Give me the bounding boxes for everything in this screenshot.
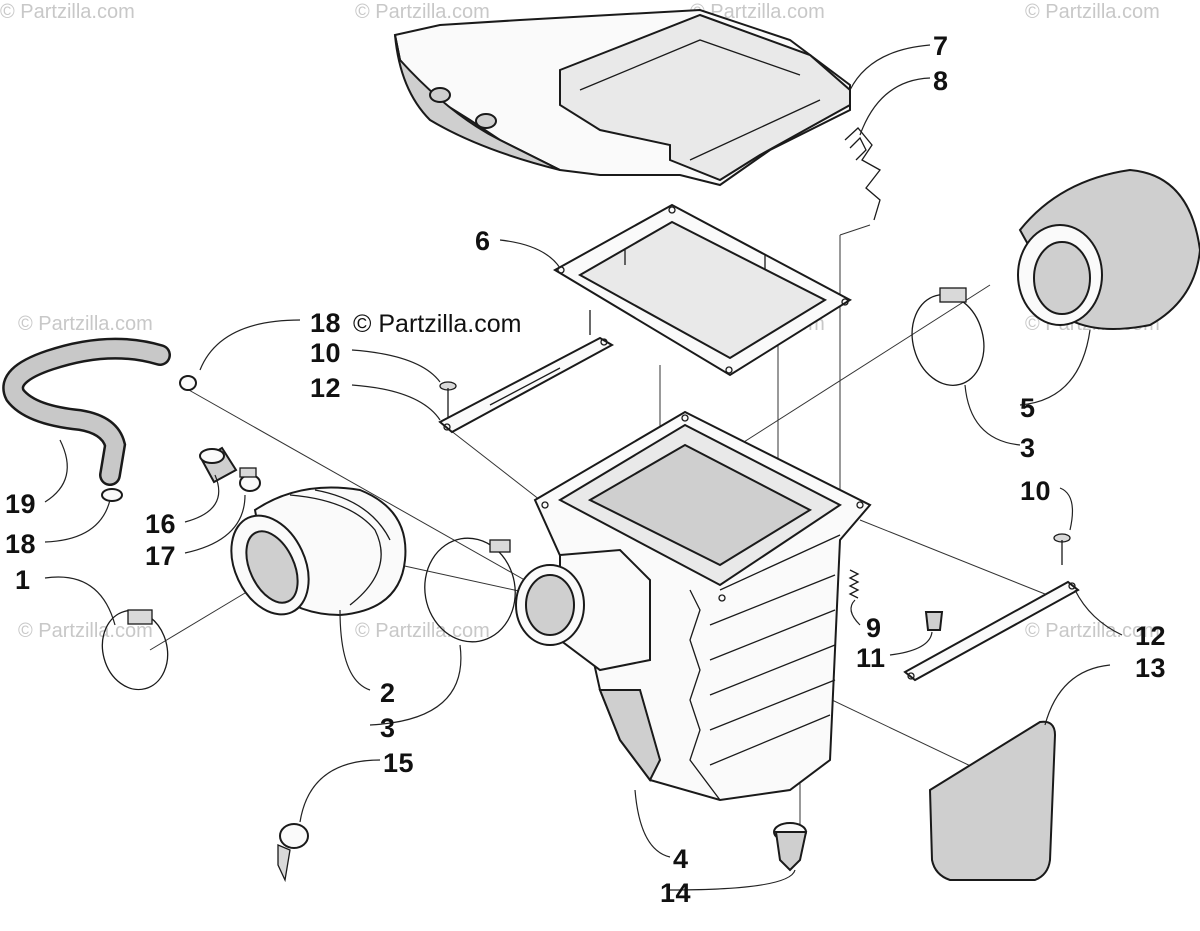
partzilla-credit: © Partzilla.com [353, 310, 521, 338]
callout-10-left: 10 [310, 338, 341, 368]
callout-9: 9 [866, 613, 882, 643]
callout-6: 6 [475, 226, 491, 256]
callout-3-right: 3 [1020, 433, 1036, 463]
screw-right [1053, 533, 1071, 565]
callout-19: 19 [5, 489, 36, 519]
callout-1: 1 [15, 565, 31, 595]
watermark-low-far-right: © Partzilla.com [1025, 620, 1160, 642]
watermark-top-center: © Partzilla.com [355, 1, 490, 23]
callout-11: 11 [856, 643, 886, 673]
callout-10-right: 10 [1020, 476, 1051, 506]
gasket-frame [553, 203, 852, 377]
drain-valve [773, 822, 808, 872]
caps [199, 446, 261, 492]
intake-boot [230, 486, 407, 617]
breather-hose [2, 337, 197, 502]
callout-16: 16 [145, 509, 176, 539]
watermark-low-center: © Partzilla.com [355, 620, 490, 642]
callout-labels: 7 8 6 18 © Partzilla.com 10 12 5 3 10 19… [5, 31, 1166, 908]
callout-12-left: 12 [310, 373, 341, 403]
callout-7: 7 [933, 31, 949, 61]
clamp-filter [911, 287, 985, 386]
callout-18-top: 18 [310, 308, 341, 338]
push-clip [277, 823, 309, 883]
callout-14: 14 [660, 878, 691, 908]
grommet [924, 611, 944, 631]
watermark-mid-left: © Partzilla.com [18, 313, 153, 335]
callout-5: 5 [1020, 393, 1036, 423]
watermark-low-left: © Partzilla.com [18, 620, 153, 642]
callout-2: 2 [380, 678, 396, 708]
watermark-top-left: © Partzilla.com [0, 1, 135, 23]
airbox-inlet [515, 548, 651, 672]
leader-lines [44, 44, 1123, 891]
callout-3-bottom: 3 [380, 713, 396, 743]
access-panel [928, 720, 1057, 881]
clamp-inlet [424, 537, 516, 643]
callout-13: 13 [1135, 653, 1166, 683]
mounting-bracket-left [438, 336, 615, 434]
callout-18-bottom: 18 [5, 529, 36, 559]
callout-4: 4 [673, 844, 689, 874]
spring [848, 569, 860, 599]
callout-15: 15 [383, 748, 414, 778]
callout-17: 17 [145, 541, 176, 571]
airbox-body [533, 410, 872, 802]
spring-clip [844, 127, 881, 221]
callout-12-right: 12 [1135, 621, 1166, 651]
clamp-left [101, 609, 169, 691]
air-filter [1017, 168, 1200, 330]
watermark-top-far-right: © Partzilla.com [1025, 1, 1160, 23]
intake-cover [393, 8, 851, 187]
callout-8: 8 [933, 66, 949, 96]
screw-top [439, 381, 457, 418]
mounting-bracket-right [903, 580, 1080, 682]
